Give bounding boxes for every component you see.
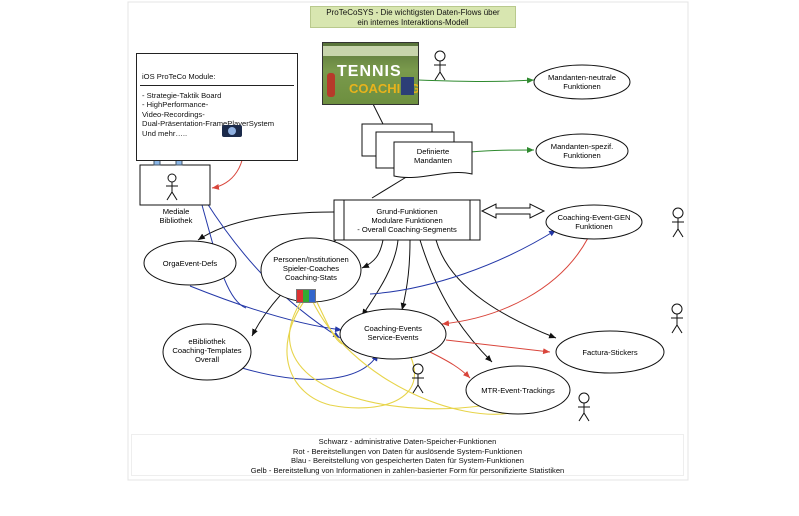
actor-figure-icon bbox=[412, 363, 424, 394]
media-device-icon bbox=[222, 125, 242, 137]
node-factura-line1: Factura-Stickers bbox=[582, 348, 637, 357]
node-personen-line3: Coaching-Stats bbox=[285, 273, 337, 282]
cover-player-figure bbox=[327, 73, 335, 97]
ios-module-list: - Strategie-Taktik Board - HighPerforman… bbox=[142, 91, 274, 138]
ios-module-panel: iOS ProTeCo Module: - Strategie-Taktik B… bbox=[136, 53, 298, 161]
node-grund-box bbox=[333, 199, 481, 241]
node-gen-line2: Funktionen bbox=[575, 222, 613, 231]
cover-word-tennis: TENNIS bbox=[337, 63, 402, 80]
node-orga-line1: OrgaEvent-Defs bbox=[163, 259, 218, 268]
node-mandanten-neutral-line1: Mandanten-neutrale bbox=[548, 73, 616, 82]
edge-grund-to-events-2 bbox=[361, 239, 399, 317]
legend-black: Schwarz - administrative Daten-Speicher-… bbox=[318, 437, 497, 446]
diagram-title-line1: ProTeCoSYS - Die wichtigsten Daten-Flows… bbox=[326, 8, 500, 17]
node-mediale-box bbox=[139, 164, 211, 206]
cover-book-thumbnail bbox=[401, 77, 414, 95]
node-mtr-line1: MTR-Event-Trackings bbox=[481, 386, 555, 395]
node-mandanten-line2: Mandanten bbox=[414, 156, 452, 165]
ios-module-divider bbox=[140, 85, 294, 86]
edge-grund-to-mtr bbox=[419, 239, 493, 363]
legend-yellow: Gelb - Bereitstellung von Informationen … bbox=[250, 465, 565, 475]
node-mediale-line2: Bibliothek bbox=[160, 216, 193, 225]
ios-module-heading: iOS ProTeCo Module: bbox=[142, 72, 216, 81]
edge-events-to-mtr bbox=[429, 351, 471, 379]
edge-events-to-factura bbox=[445, 339, 551, 355]
node-ebib bbox=[162, 323, 252, 381]
node-mandanten-specific-line2: Funktionen bbox=[563, 151, 601, 160]
actor-figure-icon bbox=[166, 173, 178, 201]
actor-figure-icon bbox=[672, 207, 684, 238]
edge-grund-to-personen bbox=[361, 239, 384, 269]
edge-yellow-1 bbox=[286, 299, 416, 409]
edge-yellow-3 bbox=[288, 299, 481, 410]
edge-mandanten-to-specific bbox=[469, 147, 535, 154]
legend-red: Rot - Bereitstellungen von Daten für aus… bbox=[292, 446, 523, 456]
node-mtr bbox=[465, 365, 571, 415]
node-ebib-line1: eBibliothek bbox=[188, 337, 225, 346]
node-events-line2: Service-Events bbox=[367, 333, 418, 342]
node-gen bbox=[545, 204, 643, 240]
node-grund-line1: Grund-Funktionen bbox=[376, 207, 437, 216]
edge-mandanten-to-grund bbox=[371, 175, 409, 199]
mandanten-doc-front bbox=[393, 141, 473, 179]
node-ebib-line3: Overall bbox=[195, 355, 219, 364]
node-personen-line1: Personen/Institutionen bbox=[273, 255, 349, 264]
node-ebib-line2: Coaching-Templates bbox=[172, 346, 241, 355]
node-mandanten-neutral bbox=[533, 64, 631, 100]
edge-cover-to-neutral bbox=[417, 77, 535, 84]
edge-yellow-4 bbox=[315, 299, 343, 345]
node-mandanten-line1: Definierte bbox=[417, 147, 450, 156]
node-grund-line2: Modulare Funktionen bbox=[371, 216, 442, 225]
node-mandanten-specific bbox=[535, 133, 629, 169]
node-orga bbox=[143, 240, 237, 286]
ios-module-line: Und mehr….. bbox=[142, 128, 188, 138]
edge-grund-gen-bidirectional bbox=[480, 203, 546, 219]
edge-grund-to-events bbox=[400, 239, 411, 311]
node-events-line1: Coaching-Events bbox=[364, 324, 422, 333]
legend-blue: Blau - Bereitstellung von gespeicherten … bbox=[291, 456, 524, 465]
node-mediale-line1: Mediale bbox=[163, 207, 190, 216]
tennis-coaching-cover-image: TENNIS COACHING bbox=[322, 42, 419, 105]
node-mandanten-neutral-line2: Funktionen bbox=[563, 82, 601, 91]
cover-banner bbox=[323, 46, 418, 56]
diagram-title-line2: ein internes Interaktions-Modell bbox=[357, 18, 469, 27]
node-events bbox=[339, 308, 447, 360]
node-mandanten-specific-line1: Mandanten-spezif. bbox=[551, 142, 613, 151]
diagram-title: ProTeCoSYS - Die wichtigsten Daten-Flows… bbox=[310, 6, 516, 28]
actor-figure-icon bbox=[578, 392, 590, 422]
node-gen-line1: Coaching-Event-GEN bbox=[557, 213, 630, 222]
ios-module-line: - HighPerformance- bbox=[142, 100, 209, 110]
edge-grund-to-orga bbox=[197, 211, 335, 241]
color-legend: Schwarz - administrative Daten-Speicher-… bbox=[131, 434, 684, 476]
ios-module-line: Video-Recordings- bbox=[142, 109, 205, 119]
actor-figure-icon bbox=[434, 50, 446, 81]
edge-gen-to-events bbox=[441, 237, 589, 327]
node-grund-line3: - Overall Coaching-Segments bbox=[357, 225, 457, 234]
ios-module-line: Dual-Präsentation-FramePlayerSystem bbox=[142, 119, 275, 129]
ios-module-line: - Strategie-Taktik Board bbox=[142, 91, 222, 100]
edge-ebib-to-events bbox=[241, 353, 379, 380]
edge-orga-to-events bbox=[189, 285, 343, 333]
node-factura bbox=[555, 330, 665, 374]
edge-personen-to-gen bbox=[369, 229, 557, 295]
node-personen-line2: Spieler-Coaches bbox=[283, 264, 339, 273]
actor-figure-icon bbox=[671, 303, 683, 334]
edge-grund-to-factura bbox=[435, 239, 557, 339]
stats-stickers-icon bbox=[296, 289, 316, 303]
cover-word-coaching: COACHING bbox=[349, 81, 419, 96]
